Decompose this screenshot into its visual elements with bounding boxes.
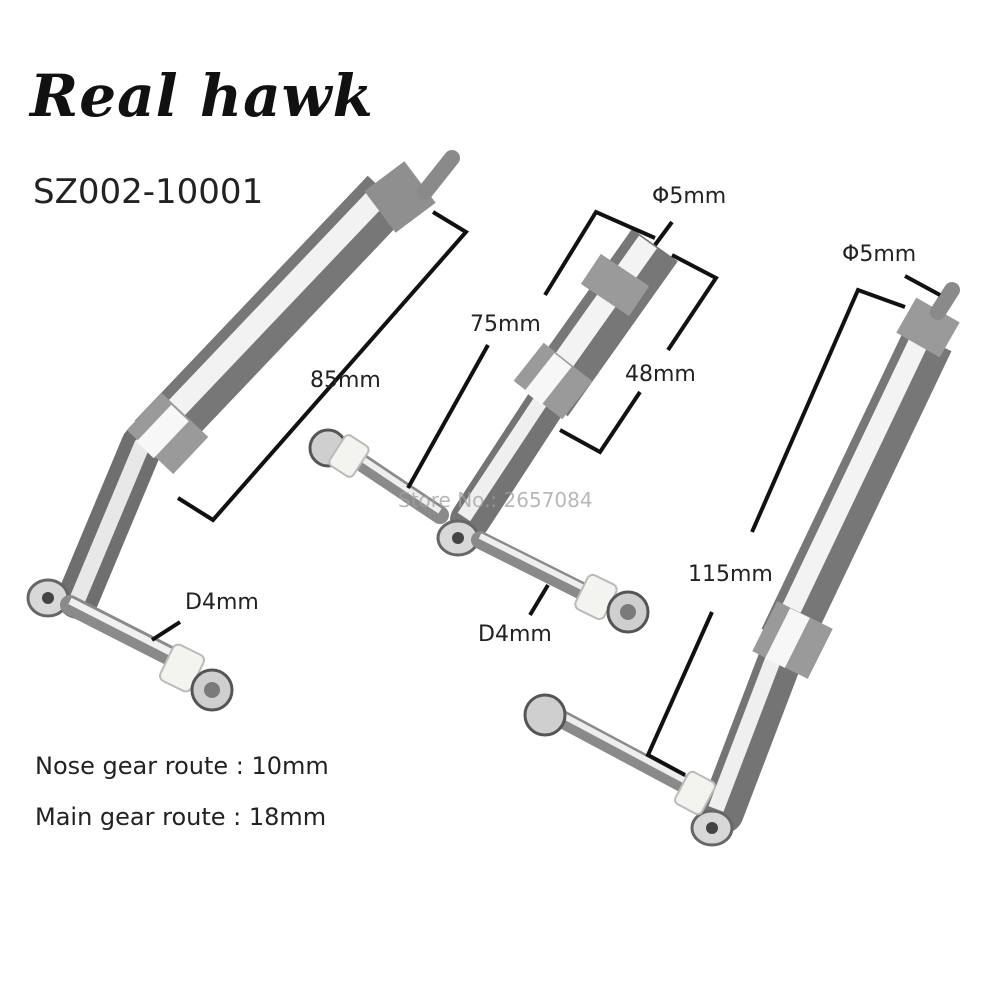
label-c-phi5mm: Φ5mm (842, 242, 917, 267)
strut-b-axle-right (471, 531, 599, 604)
dim-a-d4-leader (150, 620, 182, 642)
dim-115-lower (645, 611, 714, 777)
strut-b (308, 228, 678, 634)
spec-main-value: 18mm (248, 803, 327, 831)
strut-a (26, 150, 460, 712)
strut-c-axle (551, 709, 704, 799)
spec-main-gear: Main gear route : 18mm (35, 803, 326, 831)
dimension-lines (150, 209, 941, 777)
spec-nose-gear: Nose gear route : 10mm (35, 752, 329, 780)
label-115mm: 115mm (688, 562, 773, 587)
strut-a-body-shine (140, 184, 390, 446)
dim-115-upper (750, 287, 906, 533)
spec-nose-sep: : (228, 752, 252, 780)
model-number: SZ002-10001 (33, 172, 264, 212)
strut-a-axle (60, 595, 192, 672)
strut-b-top-collar (580, 253, 650, 317)
label-85mm: 85mm (310, 368, 381, 393)
dim-75-lower (406, 344, 490, 489)
store-watermark: Store No.: 2657084 (398, 488, 593, 512)
strut-c-pin (930, 282, 960, 320)
dim-48-lower (559, 390, 642, 455)
strut-c-nut (523, 693, 567, 737)
strut-a-collar-shine (136, 404, 189, 459)
dim-c-phi5-leader (904, 274, 941, 297)
dim-48-bracket (666, 253, 719, 352)
spec-nose-label: Nose gear route (35, 752, 229, 780)
dim-b-d4-leader (528, 583, 550, 617)
label-b-d4mm: D4mm (478, 622, 552, 647)
dim-b-phi5-leader (653, 220, 674, 247)
label-75mm: 75mm (470, 312, 541, 337)
spec-main-sep: : (225, 803, 249, 831)
dim-85-bracket (176, 210, 470, 523)
strut-a-top-collar (364, 161, 436, 233)
label-48mm: 48mm (625, 362, 696, 387)
dim-75-bracket (543, 209, 656, 297)
brand-logo-text: Real hawk (30, 62, 374, 130)
strut-a-pin (417, 150, 460, 200)
strut-a-tube-shine (70, 437, 150, 606)
strut-c (523, 282, 960, 847)
label-a-d4mm: D4mm (185, 590, 259, 615)
label-b-phi5mm: Φ5mm (652, 184, 727, 209)
spec-nose-value: 10mm (251, 752, 329, 780)
spec-main-label: Main gear route (35, 803, 226, 831)
